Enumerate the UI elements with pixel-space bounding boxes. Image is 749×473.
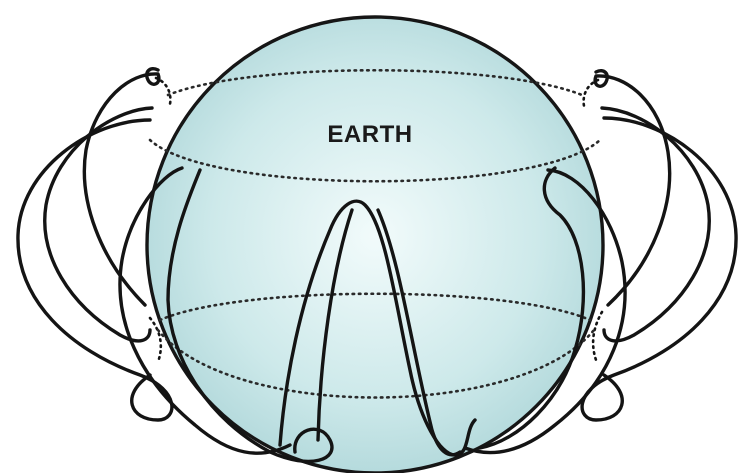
field-loop-right-2 — [602, 108, 709, 341]
hidden-arc-right-lower — [593, 312, 602, 360]
field-loop-right-1 — [595, 71, 670, 305]
field-loop-right-3 — [582, 118, 736, 420]
hidden-arc-left-lower — [150, 318, 161, 362]
earth-label: EARTH — [327, 121, 412, 148]
earth-globe — [147, 17, 603, 473]
field-loop-left-2 — [45, 108, 152, 341]
